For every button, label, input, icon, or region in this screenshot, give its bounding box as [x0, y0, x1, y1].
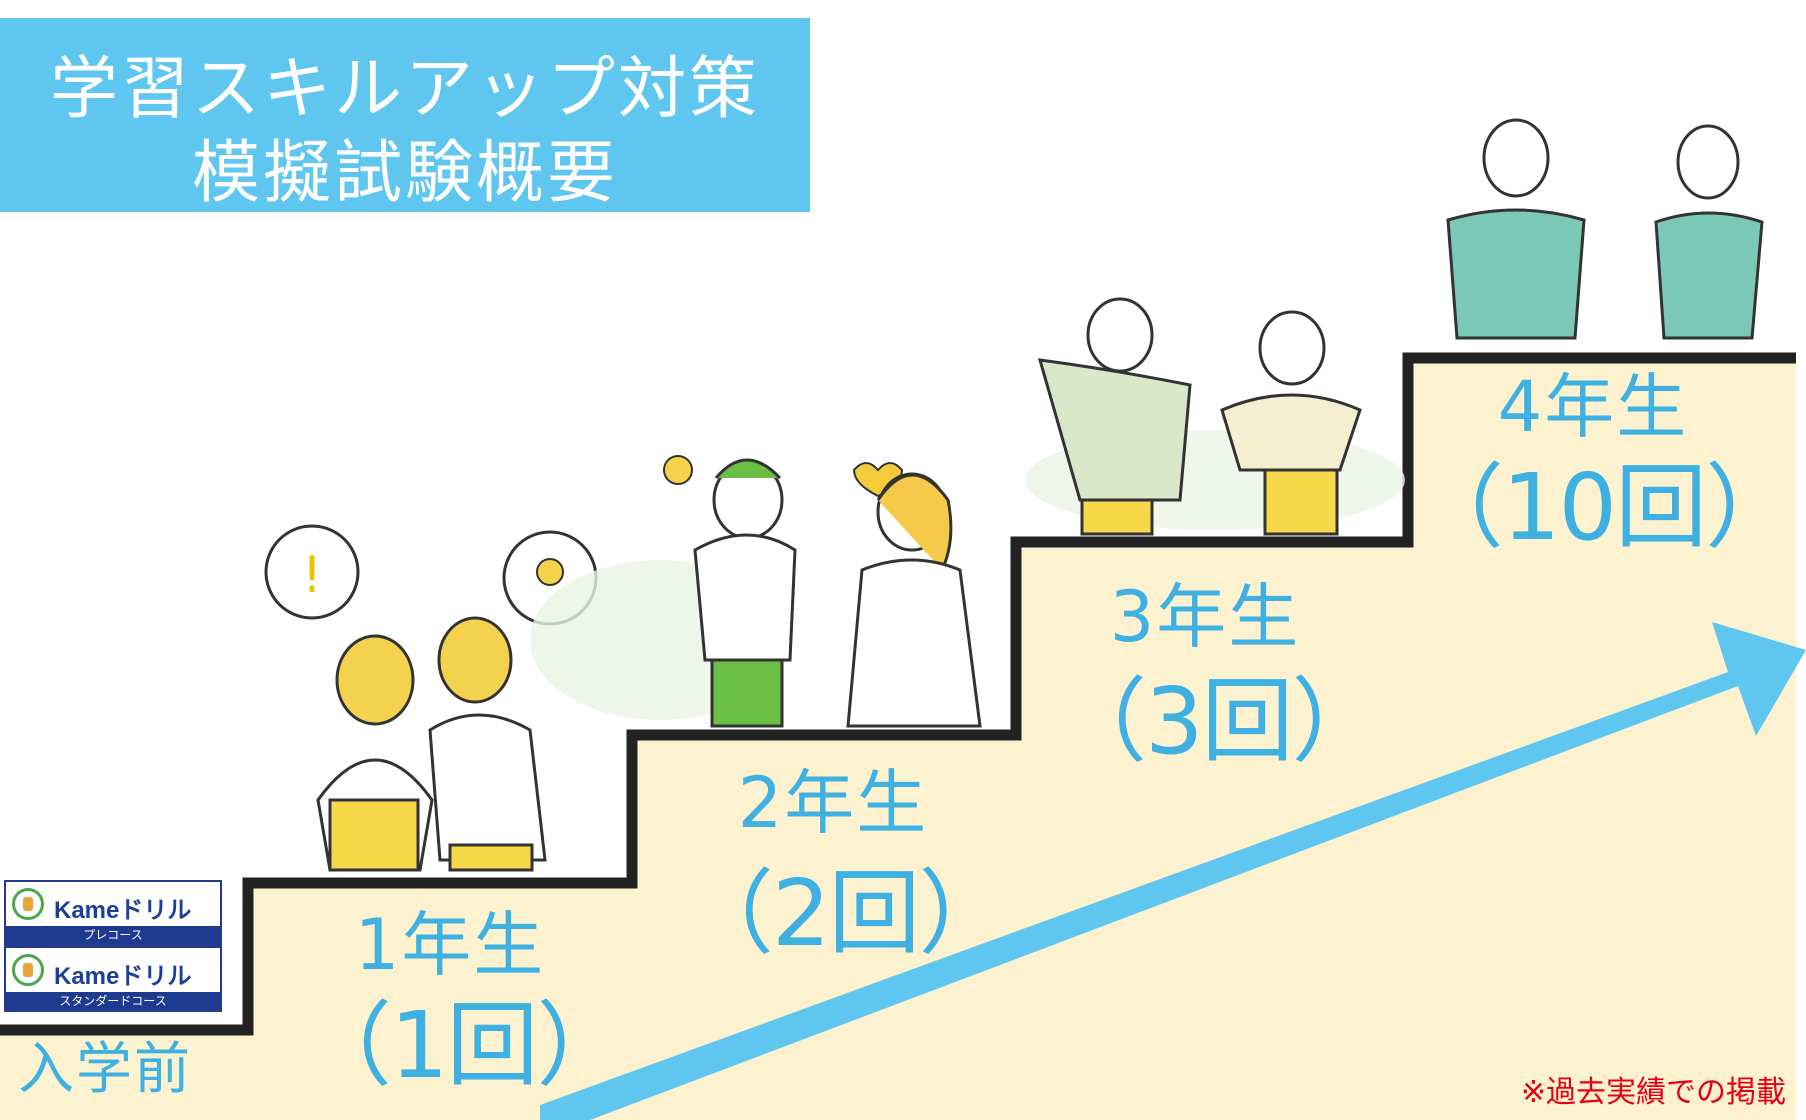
svg-text:!: !: [302, 546, 322, 604]
stair-outline: [0, 352, 1796, 1036]
kame-drill-standard-course-logo: Kameドリル スタンダードコース: [4, 946, 222, 1012]
footnote: ※過去実績での掲載: [1520, 1075, 1786, 1110]
fourth-year-medical-staff-illustration: [1446, 118, 1764, 340]
stage-2-count: （2回）: [682, 860, 1011, 967]
kame-drill-pre-course-logo: Kameドリル プレコース: [4, 880, 222, 946]
stage-1-count: （1回）: [300, 992, 629, 1099]
stage-3-count: （3回）: [1055, 668, 1384, 775]
stage-4-count: （10回）: [1412, 454, 1797, 561]
third-year-students-illustration: [1025, 297, 1405, 536]
kame-logo-icon: [12, 954, 44, 986]
stage-2-year: 2年生: [737, 762, 929, 844]
title-line-2: 模擬試験概要: [191, 134, 618, 213]
logo-course-label: スタンダードコース: [6, 992, 220, 1010]
stage-1-year: 1年生: [354, 904, 546, 986]
stage-3-year: 3年生: [1109, 576, 1301, 658]
title-banner: 学習スキルアップ対策 模擬試験概要: [0, 18, 810, 212]
first-year-students-illustration: !: [264, 524, 598, 872]
entry-label: 入学前: [18, 1037, 192, 1102]
kame-logo-icon: [12, 888, 44, 920]
logo-course-label: プレコース: [6, 926, 220, 944]
second-year-students-illustration: [530, 455, 982, 728]
growth-arrow: [540, 622, 1806, 1120]
stage-4-year: 4年生: [1497, 366, 1689, 448]
title-line-1: 学習スキルアップ対策: [49, 50, 760, 129]
